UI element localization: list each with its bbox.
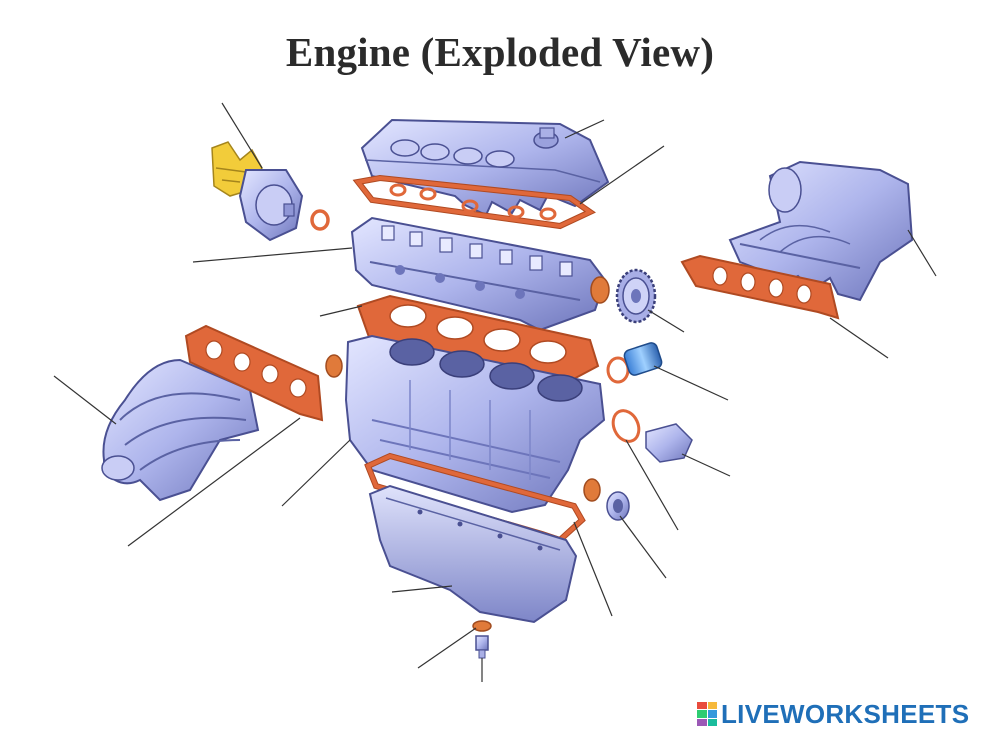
leader-line <box>53 375 117 425</box>
logo-tile <box>707 718 717 726</box>
leader-line <box>281 439 351 507</box>
leader-line <box>829 317 889 359</box>
engine-block <box>325 334 606 514</box>
leader-line <box>579 145 665 205</box>
leader-lines <box>53 102 937 682</box>
oil-filter <box>606 342 663 384</box>
leader-line <box>221 102 263 169</box>
intake-manifold <box>728 160 914 302</box>
leader-line <box>681 453 731 477</box>
leader-line <box>564 119 605 139</box>
brand-name: LIVEWORKSHEETS <box>721 698 970 729</box>
logo-tile <box>697 710 707 718</box>
crank-seal <box>583 478 630 521</box>
leader-line <box>653 365 729 401</box>
cylinder-head <box>350 216 610 332</box>
leader-line <box>391 585 453 593</box>
intake-manifold-gasket <box>680 254 840 320</box>
leader-line <box>907 229 937 277</box>
leader-line <box>417 627 477 669</box>
logo-tile <box>707 702 717 710</box>
logo-tile <box>697 702 707 710</box>
brand-watermark: LIVEWORKSHEETS <box>697 697 969 731</box>
logo-tile <box>707 710 717 718</box>
leader-line <box>647 309 685 333</box>
liveworksheets-logo-icon <box>697 702 717 726</box>
oil-pan <box>368 484 578 624</box>
drain-plug <box>472 620 492 659</box>
page-title: Engine (Exploded View) <box>285 29 715 75</box>
exhaust-manifold <box>101 358 260 502</box>
leader-line <box>625 439 679 531</box>
water-outlet <box>611 409 693 463</box>
logo-tile <box>697 718 707 726</box>
distributor-assembly <box>211 141 330 242</box>
valve-cover-gasket <box>352 174 596 230</box>
valve-cover <box>360 118 610 217</box>
leader-line <box>192 247 353 263</box>
leader-line <box>619 515 667 579</box>
cam-pulley <box>615 268 657 324</box>
leader-line <box>319 305 363 317</box>
exhaust-manifold-gasket <box>184 324 324 422</box>
leader-line <box>573 521 613 617</box>
leader-line <box>127 417 301 547</box>
